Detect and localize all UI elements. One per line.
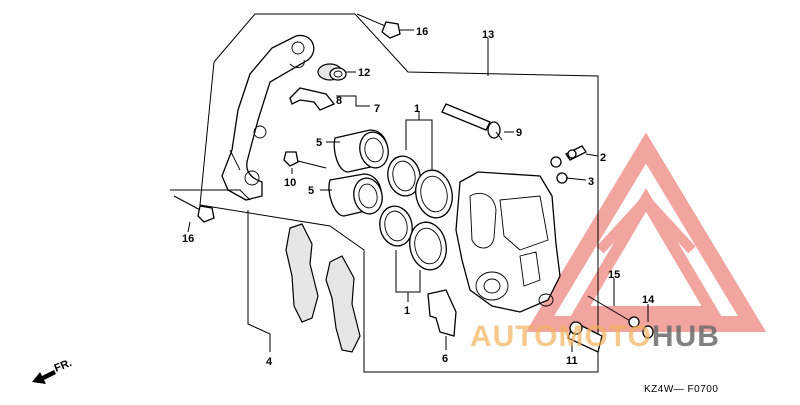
pin-bolt-11 <box>567 321 603 353</box>
caliper-bracket <box>221 34 315 201</box>
pad-shim-6 <box>427 289 457 337</box>
bolt-16-top <box>356 13 401 39</box>
svg-text:AUTOMOTOHUB: AUTOMOTOHUB <box>470 320 720 353</box>
label-6: 6 <box>442 353 448 365</box>
piston-seals-1 <box>379 155 453 271</box>
label-8: 8 <box>336 95 342 107</box>
caliper-body <box>455 171 561 313</box>
label-3: 3 <box>588 176 594 188</box>
label-7-bracket <box>336 95 370 107</box>
watermark-m-stroke <box>596 192 696 254</box>
bleeder-cap-3 <box>550 156 568 184</box>
pad-spring-8 <box>289 87 336 111</box>
boot-12 <box>317 63 347 81</box>
label-2: 2 <box>600 152 606 164</box>
label-1-bottom: 1 <box>404 305 410 317</box>
label-5-top: 5 <box>316 137 322 149</box>
watermark-text: AUTOMOTOHUB <box>470 320 720 353</box>
label-4: 4 <box>266 356 273 368</box>
watermark-triangle-outer <box>525 132 767 332</box>
watermark-word-moto: MOTO <box>558 320 651 353</box>
label-7: 7 <box>374 103 380 115</box>
label-15: 15 <box>608 269 620 281</box>
label-10: 10 <box>284 177 296 189</box>
watermark-logo <box>525 132 767 332</box>
bolt-16-left <box>173 195 215 223</box>
bleeder-valve-2 <box>565 145 587 161</box>
label-12: 12 <box>358 67 370 79</box>
watermark-word-hub: HUB <box>652 320 720 353</box>
part-number-labels: 1 1 2 3 4 5 5 6 7 8 9 10 11 12 13 14 15 … <box>182 26 655 368</box>
piston-5-lower <box>328 173 383 217</box>
label-16-top: 16 <box>416 26 428 38</box>
label-11: 11 <box>566 355 578 367</box>
label-9: 9 <box>516 127 522 139</box>
bolt-10 <box>283 151 327 169</box>
leader-lines <box>170 29 649 352</box>
label-16-left: 16 <box>182 233 194 245</box>
slide-pin-9 <box>441 103 503 141</box>
piston-5-upper <box>333 129 389 173</box>
label-1-top: 1 <box>414 103 420 115</box>
watermark-word-auto: AUTO <box>470 320 558 353</box>
brake-pads-4 <box>285 223 361 353</box>
diagram-code: KZ4W— F0700 <box>644 384 718 395</box>
label-5-bottom: 5 <box>308 185 314 197</box>
watermark-triangle-inner <box>569 188 723 318</box>
arrow-left-icon <box>32 370 56 384</box>
label-13: 13 <box>482 29 494 41</box>
front-direction-indicator: FR. <box>32 357 74 384</box>
pin-15 <box>587 295 640 328</box>
direction-label: FR. <box>53 357 74 375</box>
label-4-bracket <box>247 210 271 352</box>
label-14: 14 <box>642 294 655 306</box>
cap-14 <box>642 325 654 339</box>
assembly-outline <box>199 13 599 373</box>
